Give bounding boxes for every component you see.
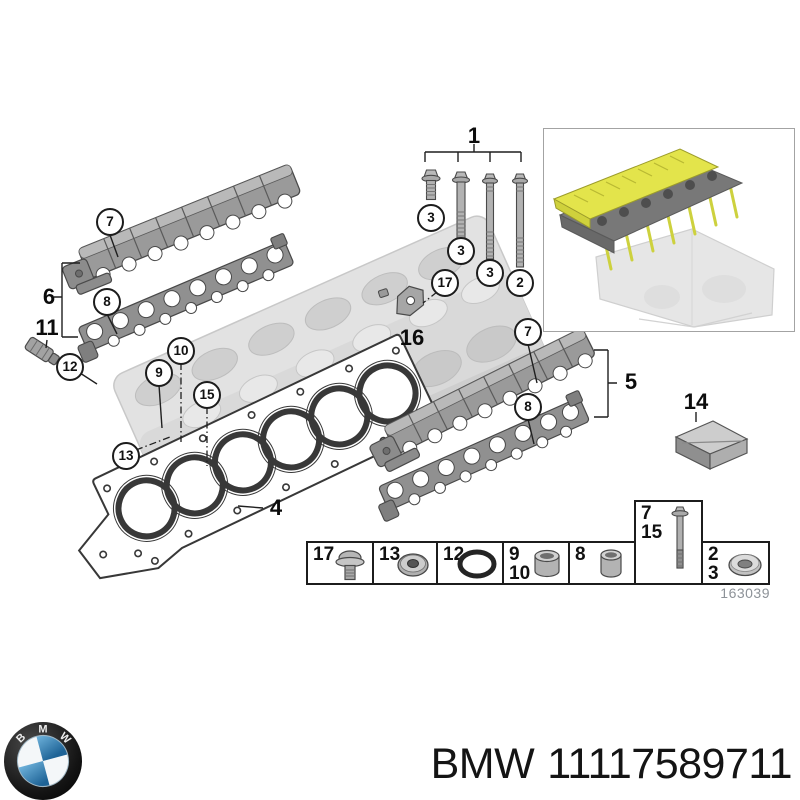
legend-number: 8 [575, 544, 586, 565]
callout-check-valve-11: 11 [35, 315, 59, 340]
brand-name: BMW [430, 740, 535, 788]
callout-bracket-16: 16 [399, 325, 425, 350]
cam-carrier-upper-left-art [62, 164, 301, 295]
leader-lines-dashdot [135, 291, 438, 466]
callout-washer-3a: 3 [417, 204, 445, 232]
legend-number: 2 [708, 544, 719, 565]
bracket-16-art [377, 285, 425, 317]
legend-number: 15 [641, 522, 663, 544]
callout-bolt-2: 2 [506, 269, 534, 297]
legend-cell-17: 17 [306, 541, 376, 585]
dowel-sleeve-icon [534, 549, 560, 578]
callout-washer-3c: 3 [476, 259, 504, 287]
callout-bracket-bolt-17: 17 [431, 269, 459, 297]
cylinder-head-highlight [558, 160, 744, 254]
bmw-roundel-logo: B M W [4, 722, 82, 800]
callout-plug-10: 10 [167, 337, 195, 365]
callout-bolt-set: 1 [467, 123, 481, 148]
callout-gasket-4: 4 [269, 495, 283, 520]
callout-carrier-7-right: 7 [514, 318, 542, 346]
seal-kit-box-art [674, 420, 749, 470]
part-number: 11117589711 [547, 740, 792, 788]
legend-cell-8: 8 [568, 541, 636, 585]
legend-cell-9-10: 9 10 [502, 541, 570, 585]
sleeve-icon [600, 549, 622, 578]
callout-washer-3b: 3 [447, 237, 475, 265]
callout-carrier-7-left: 7 [96, 208, 124, 236]
o-ring-icon [457, 549, 497, 579]
callout-rail-8-right: 8 [514, 393, 542, 421]
exploded-diagram-art [24, 144, 749, 580]
callout-carrier-pair-5: 5 [624, 369, 638, 394]
engine-block-ghost [595, 228, 775, 328]
callout-bolt-15: 15 [193, 381, 221, 409]
callout-plug-9: 9 [145, 359, 173, 387]
legend-number: 7 [641, 503, 652, 524]
valve-cover-highlight [552, 148, 720, 229]
callout-seal-kit-14: 14 [683, 389, 709, 414]
legend-cell-13: 13 [372, 541, 438, 585]
leader-lines-solid [45, 144, 697, 509]
legend-number: 13 [379, 544, 401, 565]
washer-icon [728, 553, 762, 577]
stud-bolt-icon [671, 506, 689, 569]
legend-number: 17 [313, 544, 335, 565]
figure-number: 163039 [720, 585, 770, 601]
callout-plug-13: 13 [112, 442, 140, 470]
engine-location-inset [543, 128, 795, 332]
callout-rail-8-left: 8 [93, 288, 121, 316]
legend-number: 3 [708, 563, 719, 585]
screw-plug-icon [397, 553, 429, 577]
roundel-quadrants [17, 735, 69, 787]
legend-number: 9 [509, 544, 520, 565]
cam-rail-lower-left-art [77, 233, 294, 363]
legend-cell-2-3: 2 3 [701, 541, 770, 585]
legend-number: 10 [509, 563, 531, 585]
engine-thumbnail-art [552, 148, 775, 328]
logo-letter-m: M [38, 724, 47, 736]
callout-oring-12: 12 [56, 353, 84, 381]
legend-cell-7-15: 7 15 [634, 500, 703, 585]
flange-bolt-icon [335, 550, 365, 581]
cam-carrier-right-art [369, 328, 595, 472]
legend-cell-12: 12 [436, 541, 504, 585]
cam-rail-lower-right-art [378, 390, 590, 522]
callout-carrier-pair-6: 6 [42, 284, 56, 309]
